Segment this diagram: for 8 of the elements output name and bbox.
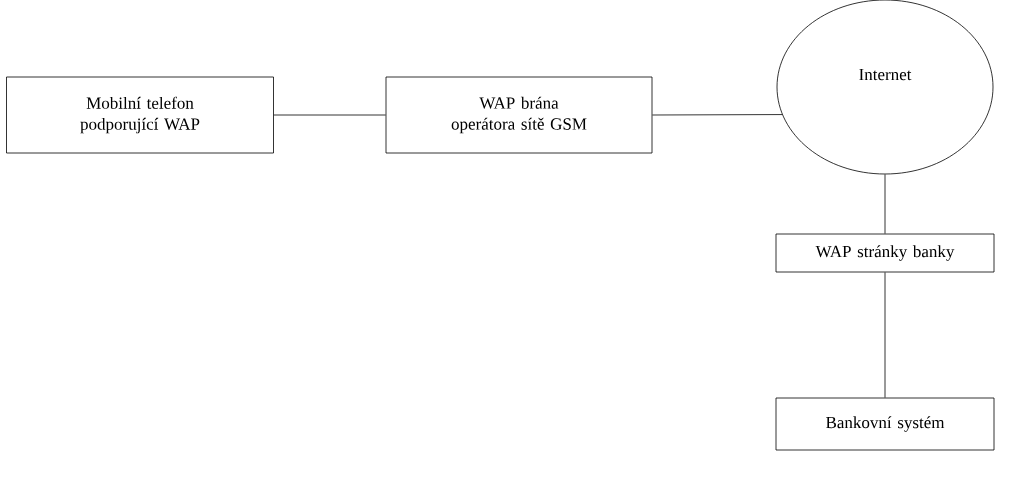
connector-line — [884, 272, 886, 398]
connector-line — [652, 114, 783, 116]
process-box: WAP brána operátora sítě GSM — [385, 76, 653, 154]
process-box: Mobilní telefon podporující WAP — [6, 76, 274, 154]
connector-line — [273, 114, 386, 116]
process-box: Bankovní systém — [775, 397, 995, 451]
connector-line — [884, 174, 886, 234]
process-box: WAP stránky banky — [775, 233, 995, 273]
